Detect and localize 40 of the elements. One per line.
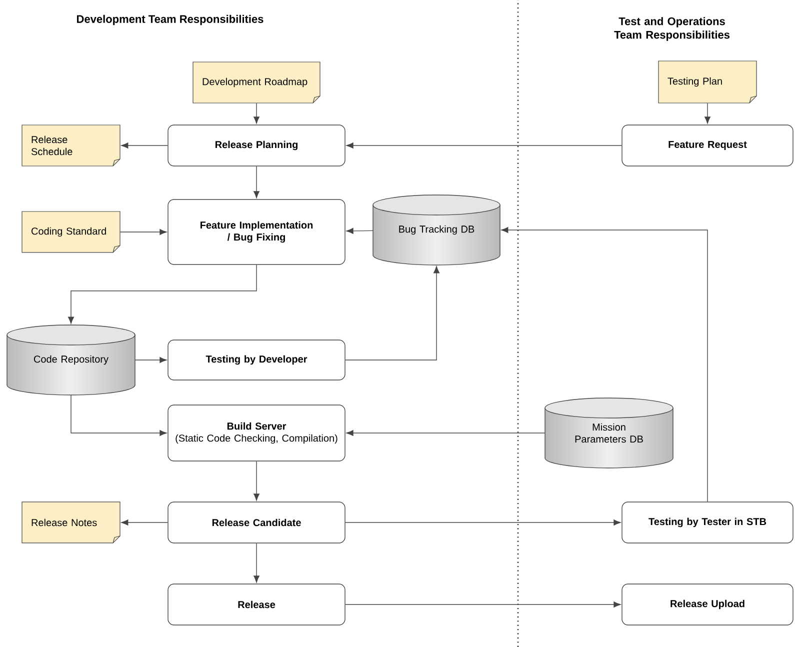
process-box: Release Candidate xyxy=(168,502,346,544)
arrow xyxy=(254,166,260,198)
process-box: Release Upload xyxy=(622,584,794,626)
process-box: Testing by Developer xyxy=(168,340,346,380)
arrow xyxy=(121,142,168,148)
database-cylinder: Code Repository xyxy=(6,324,136,396)
note-card: Development Roadmap xyxy=(192,62,320,104)
node-label: Code Repository xyxy=(34,355,108,365)
column-heading: Development Team Responsibilities xyxy=(77,14,264,26)
process-box: Release xyxy=(168,584,346,626)
note-card: Release Notes xyxy=(22,502,120,544)
note-card: Release Schedule xyxy=(22,124,120,166)
database-cylinder: Mission Parameters DB xyxy=(544,398,674,468)
process-box: Feature Implementation / Bug Fixing xyxy=(168,199,346,265)
arrow xyxy=(346,430,546,436)
arrow xyxy=(501,227,708,502)
arrow xyxy=(346,228,374,234)
node-label: Mission Parameters DB xyxy=(575,423,643,443)
arrow xyxy=(704,102,710,124)
arrow xyxy=(121,520,168,526)
arrow xyxy=(254,460,260,501)
arrow xyxy=(345,266,440,360)
node-label: Bug Tracking DB xyxy=(399,225,474,235)
note-card: Coding Standard xyxy=(22,211,120,253)
database-cylinder: Bug Tracking DB xyxy=(372,194,500,266)
process-box: Build Server (Static Code Checking, Compilation) xyxy=(168,404,346,462)
column-heading: Test and Operations Team Responsibilities xyxy=(614,17,730,41)
arrow xyxy=(346,142,622,148)
arrow xyxy=(68,264,257,324)
arrow xyxy=(345,520,621,526)
note-card: Testing Plan xyxy=(658,60,757,104)
arrow xyxy=(254,542,260,583)
process-box: Testing by Tester in STB xyxy=(622,502,794,544)
arrow xyxy=(254,102,260,124)
arrow xyxy=(134,357,167,363)
process-box: Release Planning xyxy=(168,124,346,166)
arrow xyxy=(70,394,167,436)
arrow xyxy=(120,229,167,235)
process-box: Feature Request xyxy=(622,124,794,166)
arrow xyxy=(345,602,621,608)
